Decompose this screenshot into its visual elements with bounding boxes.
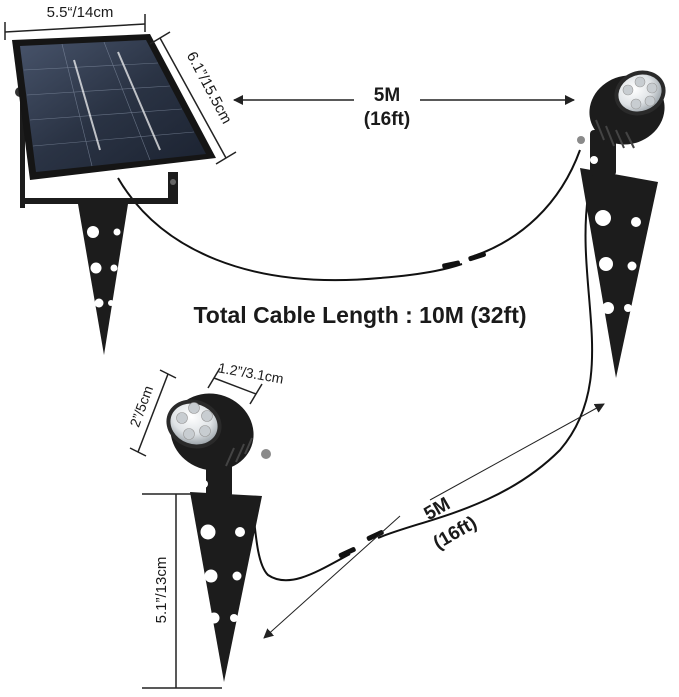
panel-width-dimension: 5.5“/14cm — [4, 4, 146, 40]
cable-connector — [442, 251, 486, 269]
top-cable-length-ft: (16ft) — [364, 109, 410, 130]
panel-ground-stake — [78, 204, 128, 355]
cable-connector — [338, 530, 384, 558]
bottom-cable-dimension: 5M (16ft) — [263, 403, 605, 639]
top-light-head — [589, 70, 666, 149]
panel-reflection — [73, 51, 161, 151]
led-icon — [622, 76, 658, 110]
panel-cell-grid — [23, 41, 195, 167]
bottom-spotlight — [166, 393, 271, 682]
stake-height-dimension: 5.1”/13cm — [142, 493, 222, 689]
panel-width-label: 5.5“/14cm — [47, 4, 114, 21]
stake-height-label: 5.1”/13cm — [153, 557, 170, 624]
bottom-light-ground-stake — [190, 492, 262, 682]
top-cable-dimension: 5M (16ft) — [233, 85, 575, 130]
cable-panel-to-top-light — [117, 149, 581, 282]
bottom-light-head — [166, 393, 254, 471]
solar-panel — [12, 34, 216, 355]
top-cable-length-label: 5M — [374, 85, 400, 106]
spotlight-diameter-label: 2”/5cm — [126, 383, 156, 429]
led-icon — [176, 402, 213, 440]
bottom-cable-length-label: 5M — [421, 494, 454, 525]
top-spotlight — [577, 70, 666, 378]
top-light-ground-stake — [580, 168, 658, 378]
total-cable-length-label: Total Cable Length : 10M (32ft) — [193, 302, 526, 328]
cable-top-light-to-bottom-light — [251, 195, 594, 582]
